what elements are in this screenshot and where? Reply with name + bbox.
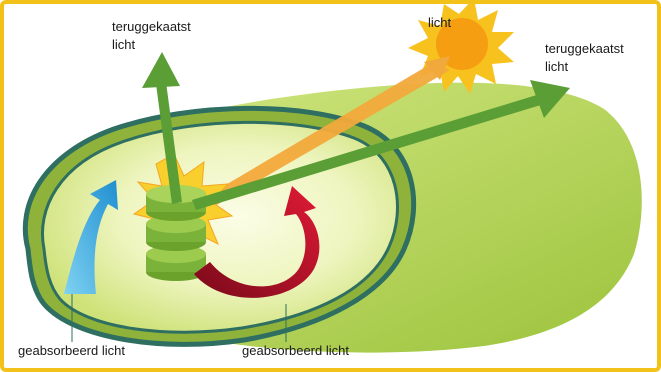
reflected-left-line-2: licht — [112, 36, 191, 54]
sun-label: licht — [428, 14, 451, 32]
reflected-right-line-1: teruggekaatst — [545, 40, 624, 58]
reflected-light-label-left: teruggekaatst licht — [112, 18, 191, 54]
reflected-right-line-2: licht — [545, 58, 624, 76]
absorbed-light-label-right: geabsorbeerd licht — [242, 342, 349, 360]
absorbed-light-label-left: geabsorbeerd licht — [18, 342, 125, 360]
reflected-light-label-right: teruggekaatst licht — [545, 40, 624, 76]
reflected-left-line-1: teruggekaatst — [112, 18, 191, 36]
